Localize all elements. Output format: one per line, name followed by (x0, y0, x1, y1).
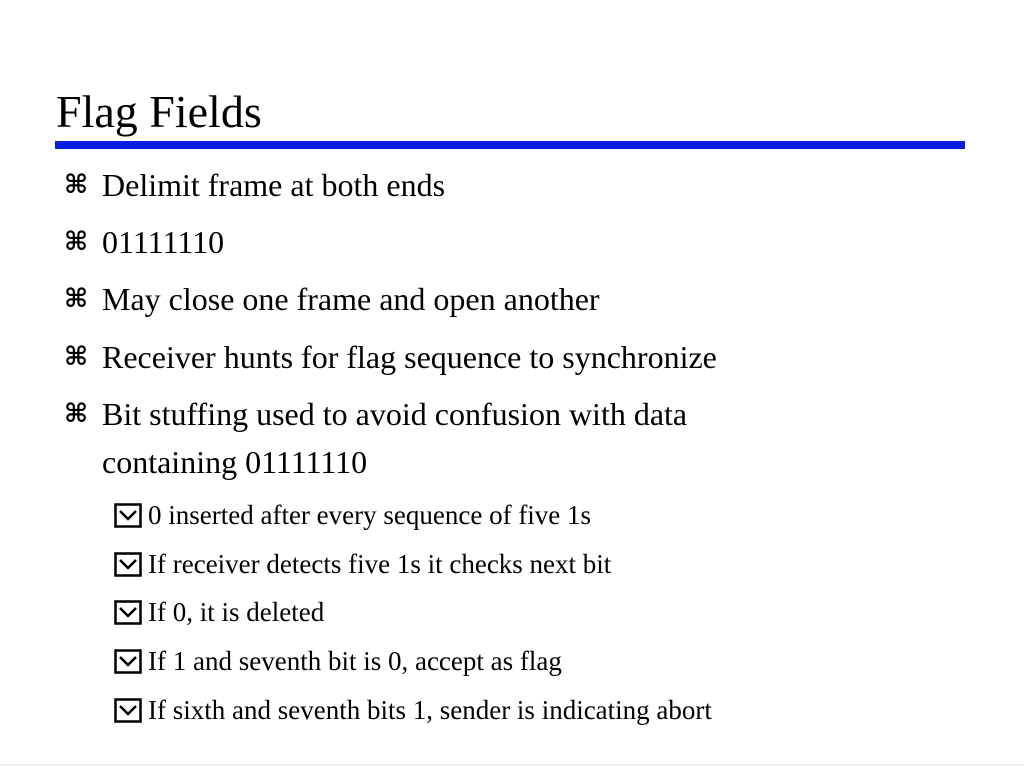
sub-bullet-text: If sixth and seventh bits 1, sender is i… (148, 695, 712, 725)
bullet-text: Bit stuffing used to avoid confusion wit… (102, 396, 688, 432)
command-icon: ⌘ (64, 399, 89, 429)
sub-bullet-text: If 0, it is deleted (148, 597, 325, 627)
checkbox-icon (114, 503, 142, 528)
slide-bottom-edge (0, 764, 1024, 766)
bullet-text: Receiver hunts for flag sequence to sync… (102, 339, 717, 375)
bullet-text: Delimit frame at both ends (102, 167, 446, 203)
checkbox-icon (114, 649, 142, 674)
checkbox-icon (114, 552, 142, 577)
checkbox-icon (114, 698, 142, 723)
title-underline (55, 141, 965, 149)
slide-title: Flag Fields (56, 86, 262, 137)
command-icon: ⌘ (64, 342, 89, 372)
bullet-text: May close one frame and open another (102, 281, 600, 317)
sub-bullet-text: If receiver detects five 1s it checks ne… (148, 549, 612, 579)
command-icon: ⌘ (64, 284, 89, 314)
command-icon: ⌘ (64, 227, 89, 257)
bullet-text: 01111110 (102, 224, 225, 260)
command-icon: ⌘ (64, 170, 89, 200)
checkbox-icon (114, 600, 142, 625)
bullet-text-continuation: containing 01111110 (102, 444, 368, 480)
sub-bullet-text: If 1 and seventh bit is 0, accept as fla… (148, 646, 562, 676)
sub-bullet-text: 0 inserted after every sequence of five … (148, 500, 592, 530)
